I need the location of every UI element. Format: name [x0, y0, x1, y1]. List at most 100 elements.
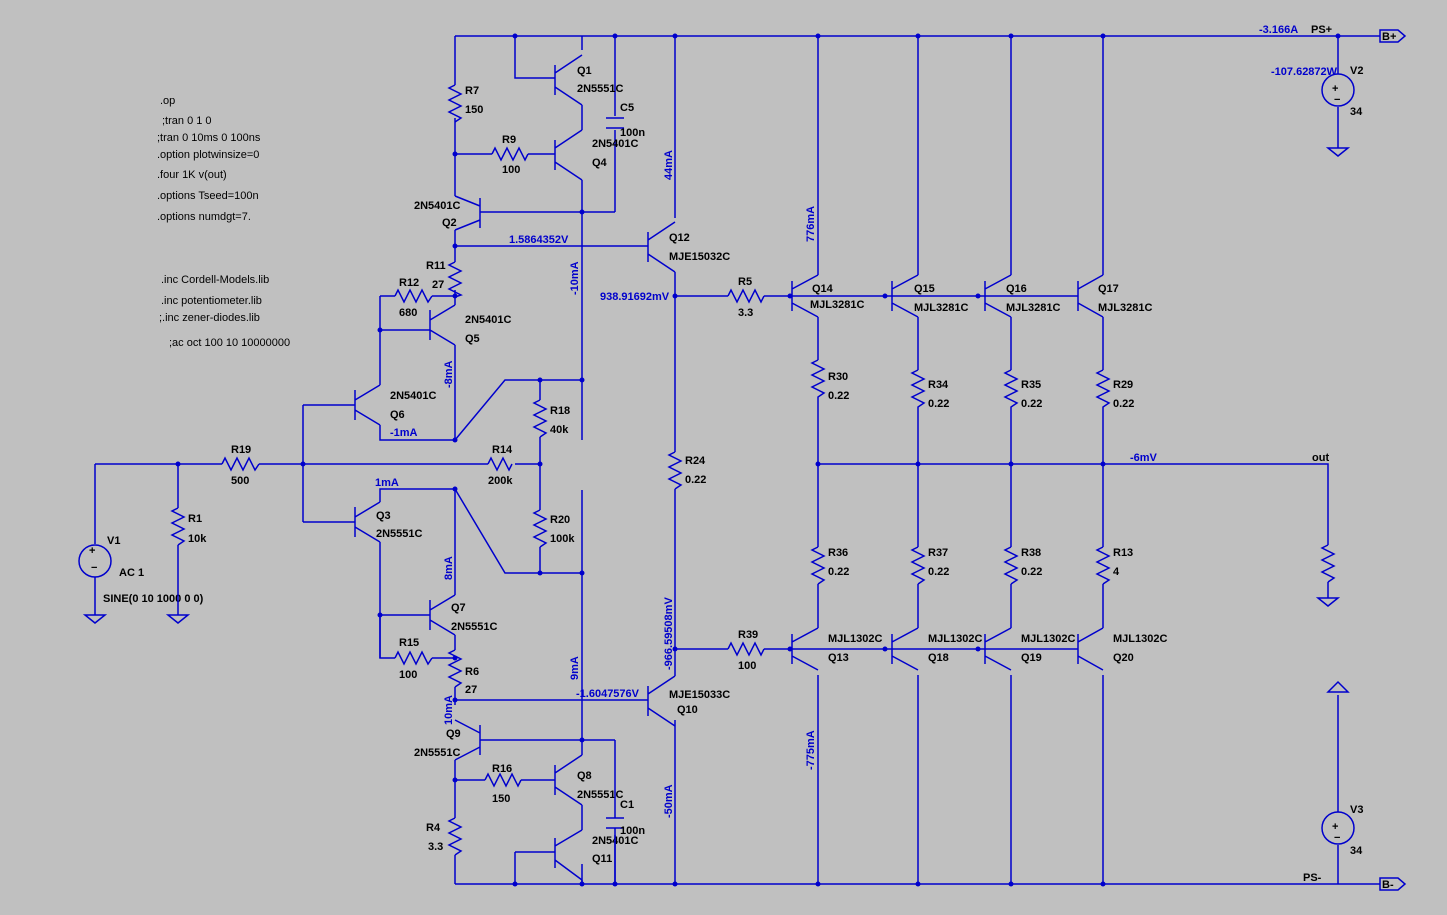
- resistor-r15[interactable]: [484, 772, 522, 788]
- b-plus-flag[interactable]: [1379, 29, 1407, 43]
- directive-inc-zener[interactable]: ;.inc zener-diodes.lib: [159, 312, 260, 324]
- directive-ac[interactable]: ;ac oct 100 10 10000000: [169, 337, 290, 349]
- resistor-r13[interactable]: [1320, 544, 1336, 583]
- resistor-r1[interactable]: [170, 507, 186, 546]
- junctions: [175, 33, 1341, 887]
- input-wiring: [95, 404, 540, 624]
- svg-text:MJL1302C: MJL1302C: [1021, 633, 1075, 645]
- directive-tran-2[interactable]: ;tran 0 10ms 0 100ns: [157, 132, 261, 144]
- svg-text:Q6: Q6: [390, 409, 405, 421]
- svg-text:R14: R14: [492, 444, 513, 456]
- resistor-r18[interactable]: [532, 399, 548, 438]
- resistor-r7[interactable]: [447, 84, 463, 123]
- spice-directives: .op ;tran 0 1 0 ;tran 0 10ms 0 100ns .op…: [157, 95, 290, 349]
- resistor-r16[interactable]: [447, 817, 463, 856]
- out-label: out: [1312, 452, 1329, 464]
- svg-text:938.91692mV: 938.91692mV: [600, 291, 670, 303]
- resistor-r37[interactable]: [1003, 546, 1019, 585]
- svg-text:R19: R19: [231, 444, 251, 456]
- ltp-wiring: [379, 295, 582, 659]
- resistor-r24[interactable]: [810, 359, 826, 547]
- svg-text:500: 500: [231, 475, 249, 487]
- resistor-r5[interactable]: [727, 641, 765, 657]
- svg-text:R34: R34: [928, 379, 949, 391]
- source-v2[interactable]: +− V2 34 -107.62872W: [1271, 36, 1363, 157]
- b-minus-flag[interactable]: [1379, 877, 1407, 891]
- svg-text:0.22: 0.22: [1021, 566, 1042, 578]
- svg-text:150: 150: [492, 793, 510, 805]
- resistor-r35[interactable]: [1095, 369, 1111, 547]
- directive-plotwinsize[interactable]: .option plotwinsize=0: [157, 149, 259, 161]
- resistor-r30[interactable]: [910, 369, 926, 547]
- source-v3[interactable]: +− V3 34: [1321, 680, 1363, 884]
- svg-text:R38: R38: [1021, 547, 1041, 559]
- svg-text:R4: R4: [426, 822, 441, 834]
- svg-text:2N5401C: 2N5401C: [414, 200, 461, 212]
- svg-text:40k: 40k: [550, 424, 569, 436]
- directive-numdgt[interactable]: .options numdgt=7.: [157, 211, 251, 223]
- svg-text:44mA: 44mA: [663, 150, 675, 180]
- svg-text:0.22: 0.22: [828, 390, 849, 402]
- resistor-r29[interactable]: [810, 546, 826, 585]
- resistor-r38[interactable]: [1095, 546, 1111, 585]
- directive-inc-potentiometer[interactable]: .inc potentiometer.lib: [161, 295, 262, 307]
- resistor-r36[interactable]: [910, 546, 926, 585]
- resistor-r9[interactable]: [491, 146, 529, 162]
- resistor-r19[interactable]: [221, 456, 260, 472]
- directive-tseed[interactable]: .options Tseed=100n: [157, 190, 259, 202]
- directive-op[interactable]: .op: [160, 95, 175, 107]
- resistor-r12[interactable]: [394, 288, 433, 304]
- svg-text:100: 100: [738, 660, 756, 672]
- svg-text:R1: R1: [188, 513, 202, 525]
- svg-text:Q9: Q9: [446, 728, 461, 740]
- resistor-r11[interactable]: [447, 261, 463, 298]
- svg-text:4: 4: [1113, 566, 1120, 578]
- capacitor-c5[interactable]: [606, 117, 624, 129]
- directive-inc-cordell[interactable]: .inc Cordell-Models.lib: [161, 274, 269, 286]
- resistor-r20[interactable]: [532, 509, 548, 548]
- resistor-r17[interactable]: [394, 650, 433, 666]
- source-v1[interactable]: +− V1 AC 1 SINE(0 10 1000 0 0): [78, 464, 204, 624]
- svg-text:R15: R15: [399, 637, 419, 649]
- directive-four[interactable]: .four 1K v(out): [157, 169, 227, 181]
- resistor-r6[interactable]: [447, 649, 463, 688]
- resistor-r14[interactable]: [487, 456, 513, 472]
- capacitor-c1[interactable]: [606, 740, 624, 884]
- svg-text:C1: C1: [620, 799, 634, 811]
- svg-text:V2: V2: [1350, 65, 1363, 77]
- svg-text:Q18: Q18: [928, 652, 949, 664]
- resistor-r4[interactable]: [727, 288, 765, 304]
- svg-text:34: 34: [1350, 106, 1363, 118]
- resistor-r34[interactable]: [1003, 369, 1019, 547]
- svg-text:680: 680: [399, 307, 417, 319]
- svg-text:-1.6047576V: -1.6047576V: [576, 688, 640, 700]
- resistor-r39[interactable]: [667, 451, 683, 490]
- svg-text:1mA: 1mA: [375, 477, 399, 489]
- ps-current-annotation: -3.166A: [1259, 24, 1298, 36]
- svg-text:200k: 200k: [488, 475, 513, 487]
- svg-text:-10mA: -10mA: [569, 261, 581, 295]
- directive-tran-1[interactable]: ;tran 0 1 0: [162, 115, 212, 127]
- op-annotations: 1.5864352V 938.91692mV -1.6047576V -1mA …: [375, 150, 817, 818]
